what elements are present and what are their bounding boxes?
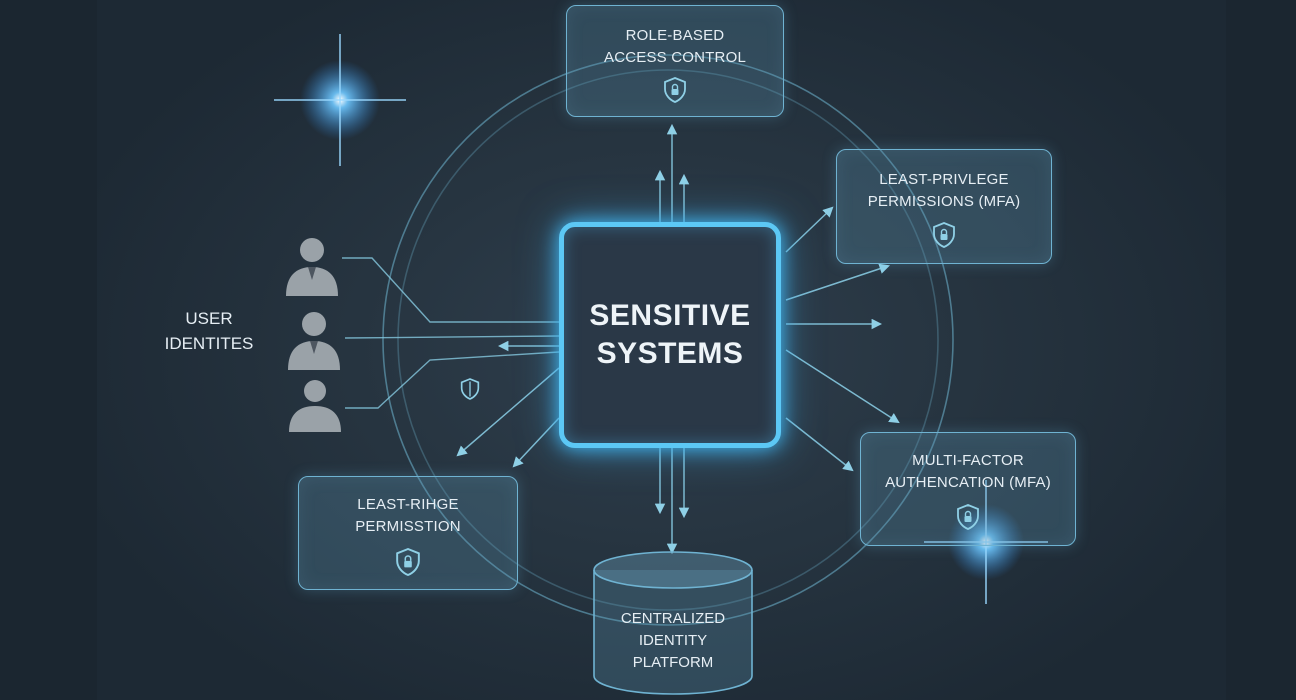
least-left-line1: LEAST-RIHGE [357, 496, 459, 513]
orbit-ring-outer [382, 54, 954, 626]
mfa-box: MULTI-FACTOR AUTHENCATION (MFA) [860, 432, 1076, 546]
platform-line3: PLATFORM [632, 654, 714, 671]
arrow-least-left [512, 417, 560, 468]
orbit-ring-inner [397, 69, 939, 611]
least-left-line2: PERMISSTION [355, 518, 461, 535]
arrow-mfa [785, 417, 854, 472]
user-connector-1 [342, 257, 559, 323]
rbac-box: ROLE-BASED ACCESS CONTROL [566, 5, 784, 117]
right-dark-band [1226, 0, 1296, 700]
mfa-line1: MULTI-FACTOR [912, 452, 1024, 469]
sensitive-systems-node: SENSITIVE SYSTEMS [559, 222, 781, 448]
shield-icon [396, 547, 420, 577]
mfa-line2: AUTHENCATION (MFA) [885, 474, 1051, 491]
center-line2: SYSTEMS [596, 337, 744, 370]
platform-label: CENTRALIZED IDENTITY PLATFORM [594, 608, 752, 674]
shield-icon [957, 504, 979, 530]
rbac-line1: ROLE-BASED [625, 27, 725, 44]
platform-line2: IDENTITY [638, 632, 708, 649]
users-line1: USER [185, 309, 233, 328]
users-line2: IDENTITES [164, 334, 254, 353]
database-cylinder-icon [593, 551, 753, 695]
user-connector-2 [344, 335, 560, 339]
least-privilege-box-left: LEAST-RIHGE PERMISSTION [298, 476, 518, 590]
least-privilege-box-top: LEAST-PRIVLEGE PERMISSIONS (MFA) [836, 149, 1052, 264]
user-connector-3 [345, 351, 560, 409]
shield-icon [664, 77, 686, 103]
center-line1: SENSITIVE [589, 299, 751, 332]
arrow-least-top [785, 206, 834, 253]
arrow-right-upper [785, 263, 890, 301]
person-icon [288, 312, 340, 370]
shield-icon [460, 378, 480, 400]
shield-icon [933, 222, 955, 248]
least-top-line2: PERMISSIONS (MFA) [867, 193, 1021, 210]
arrow-right-lower [785, 349, 900, 424]
least-top-line1: LEAST-PRIVLEGE [879, 171, 1009, 188]
platform-line1: CENTRALIZED [620, 610, 726, 627]
arrow-left-lower [456, 367, 560, 457]
user-identities-label: USER IDENTITES [150, 306, 268, 356]
rbac-line2: ACCESS CONTROL [604, 49, 746, 66]
left-dark-band [0, 0, 97, 700]
person-icon [289, 380, 341, 432]
person-icon [286, 238, 338, 296]
